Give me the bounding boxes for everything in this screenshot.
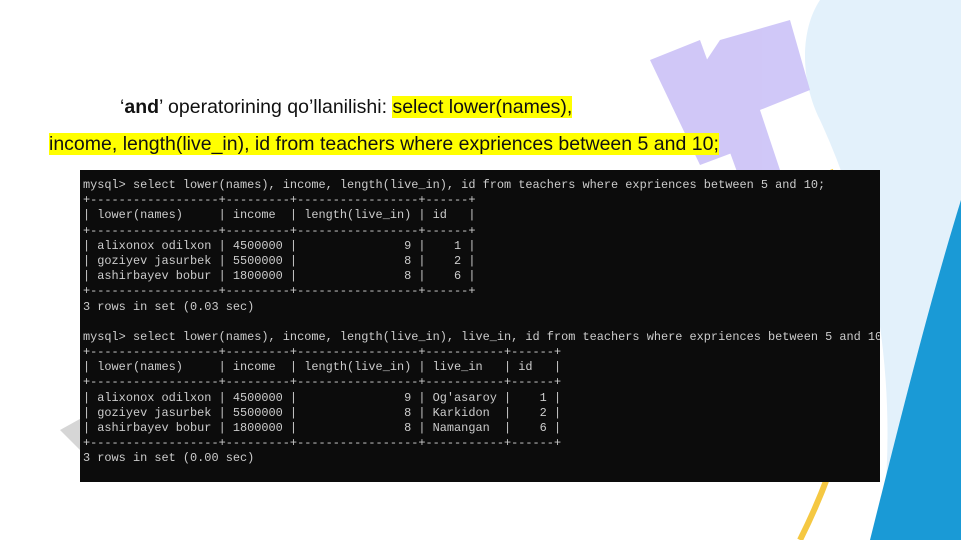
title-highlighted-query-cont: income, length(live_in), id from teacher…	[49, 133, 719, 155]
mysql-terminal-screenshot: mysql> select lower(names), income, leng…	[80, 170, 880, 482]
title-quote-open: ‘	[120, 96, 125, 118]
terminal-line: +------------------+---------+----------…	[83, 345, 562, 360]
terminal-line: | goziyev jasurbek | 5500000 | 8 | Karki…	[83, 405, 562, 420]
slide-title-line-1: ‘and’ operatorining qo’llanilishi: selec…	[120, 96, 573, 119]
terminal-line: | alixonox odilxon | 4500000 | 9 | Og'as…	[83, 390, 562, 405]
title-bold-and: and	[124, 96, 160, 118]
blue-wave	[870, 200, 961, 540]
title-highlighted-query: select lower(names),	[392, 96, 573, 118]
terminal-line: | ashirbayev bobur | 1800000 | 8 | 6 |	[83, 269, 476, 284]
terminal-line	[83, 315, 880, 330]
terminal-line: +------------------+---------+----------…	[83, 284, 476, 299]
terminal-line: | ashirbayev bobur | 1800000 | 8 | Naman…	[83, 421, 562, 435]
terminal-line: 3 rows in set (0.03 sec)	[83, 299, 255, 314]
terminal-line: +------------------+---------+----------…	[83, 436, 562, 451]
terminal-line: | alixonox odilxon | 4500000 | 9 | 1 |	[83, 238, 476, 253]
terminal-line: | goziyev jasurbek | 5500000 | 8 | 2 |	[83, 253, 476, 268]
terminal-line: +------------------+---------+----------…	[83, 223, 476, 238]
terminal-line: +------------------+---------+----------…	[83, 375, 562, 390]
terminal-line: +------------------+---------+----------…	[83, 193, 476, 208]
terminal-output: mysql> select lower(names), income, leng…	[83, 178, 880, 467]
terminal-line: | lower(names) | income | length(live_in…	[83, 360, 562, 375]
title-text: ’ operatorining qo’llanilishi:	[159, 96, 393, 118]
slide-title-line-2: income, length(live_in), id from teacher…	[49, 133, 719, 156]
terminal-line: | lower(names) | income | length(live_in…	[83, 208, 476, 223]
watermark-24	[650, 20, 810, 180]
terminal-line: mysql> select lower(names), income, leng…	[83, 178, 826, 192]
terminal-line: 3 rows in set (0.00 sec)	[83, 451, 255, 466]
terminal-line: mysql> select lower(names), income, leng…	[83, 329, 880, 344]
